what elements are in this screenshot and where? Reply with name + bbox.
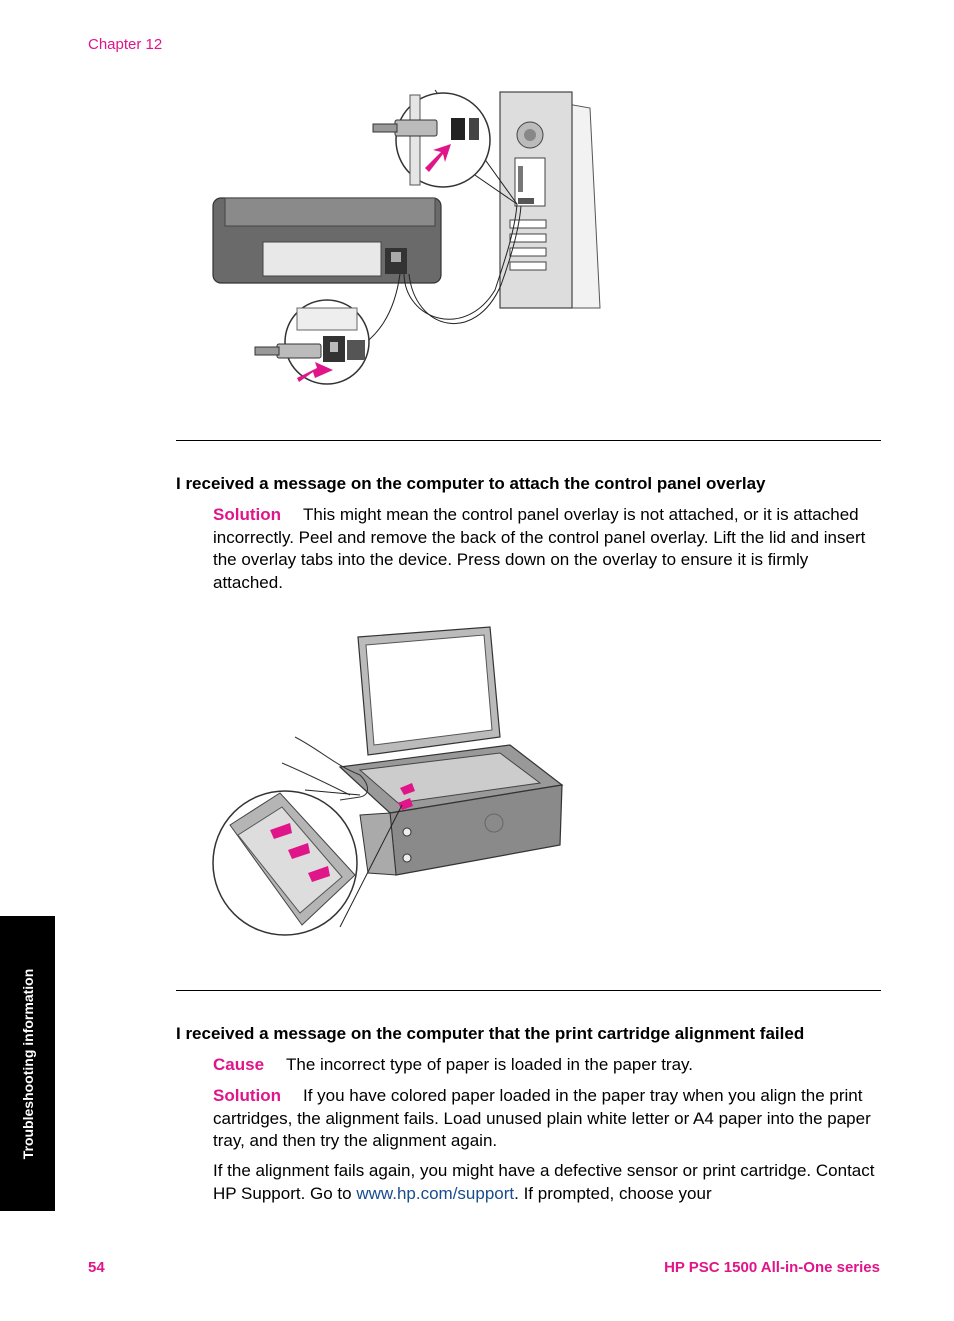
computer-usb-zoom [372,89,518,205]
cause-paragraph: Cause The incorrect type of paper is load… [213,1054,881,1077]
section-heading-overlay: I received a message on the computer to … [176,474,766,493]
page-number: 54 [88,1259,105,1276]
support-paragraph: If the alignment fails again, you might … [213,1160,881,1205]
cause-label: Cause [213,1055,265,1074]
solution-label: Solution [213,505,281,524]
all-in-one-device [338,626,564,876]
computer-tower [499,91,601,309]
solution-label: Solution [213,1086,281,1105]
support-text-after: . If prompted, choose your [514,1183,712,1203]
solution-text: This might mean the control panel overla… [213,505,866,592]
side-tab: Troubleshooting information [0,916,55,1211]
hand-outline [281,736,368,801]
footer-product-name: HP PSC 1500 All-in-One series [664,1259,880,1276]
section-heading-alignment: I received a message on the computer tha… [176,1024,805,1043]
overlay-insert-illustration [212,626,564,936]
cause-text: The incorrect type of paper is loaded in… [286,1055,694,1074]
chapter-label: Chapter 12 [88,36,163,53]
section-divider [176,440,881,441]
overlay-tabs-zoom [212,790,358,936]
side-tab-label: Troubleshooting information [19,968,36,1159]
printer-usb-zoom [254,299,370,385]
solution-text: If you have colored paper loaded in the … [213,1086,871,1150]
support-text-before: If the alignment fails again, you might … [213,1161,875,1203]
printer-rear [212,197,442,284]
support-link[interactable]: www.hp.com/support [356,1183,515,1203]
section-divider [176,990,881,991]
usb-connection-illustration [212,89,601,385]
